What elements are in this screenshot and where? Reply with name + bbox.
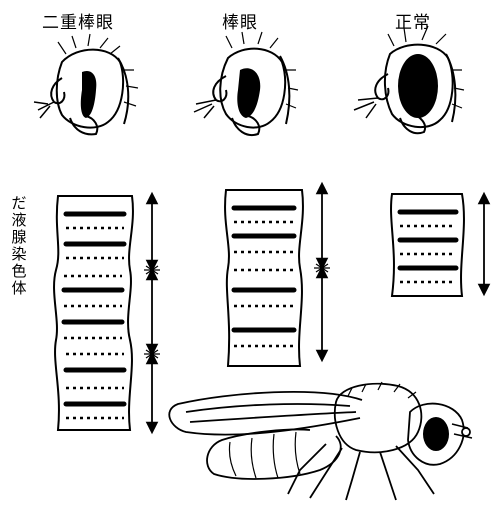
chromosome-double-bar xyxy=(54,196,133,430)
bar-segment-arrows xyxy=(314,188,330,356)
chromosome-normal xyxy=(391,194,464,296)
bar-eye-shape xyxy=(237,68,260,118)
normal-eye-shape xyxy=(398,54,438,118)
double-bar-eye-shape xyxy=(81,71,97,118)
chromosome-bar xyxy=(225,190,303,366)
double-bar-segment-arrows xyxy=(144,198,160,428)
fly-eye-icon xyxy=(423,417,449,451)
